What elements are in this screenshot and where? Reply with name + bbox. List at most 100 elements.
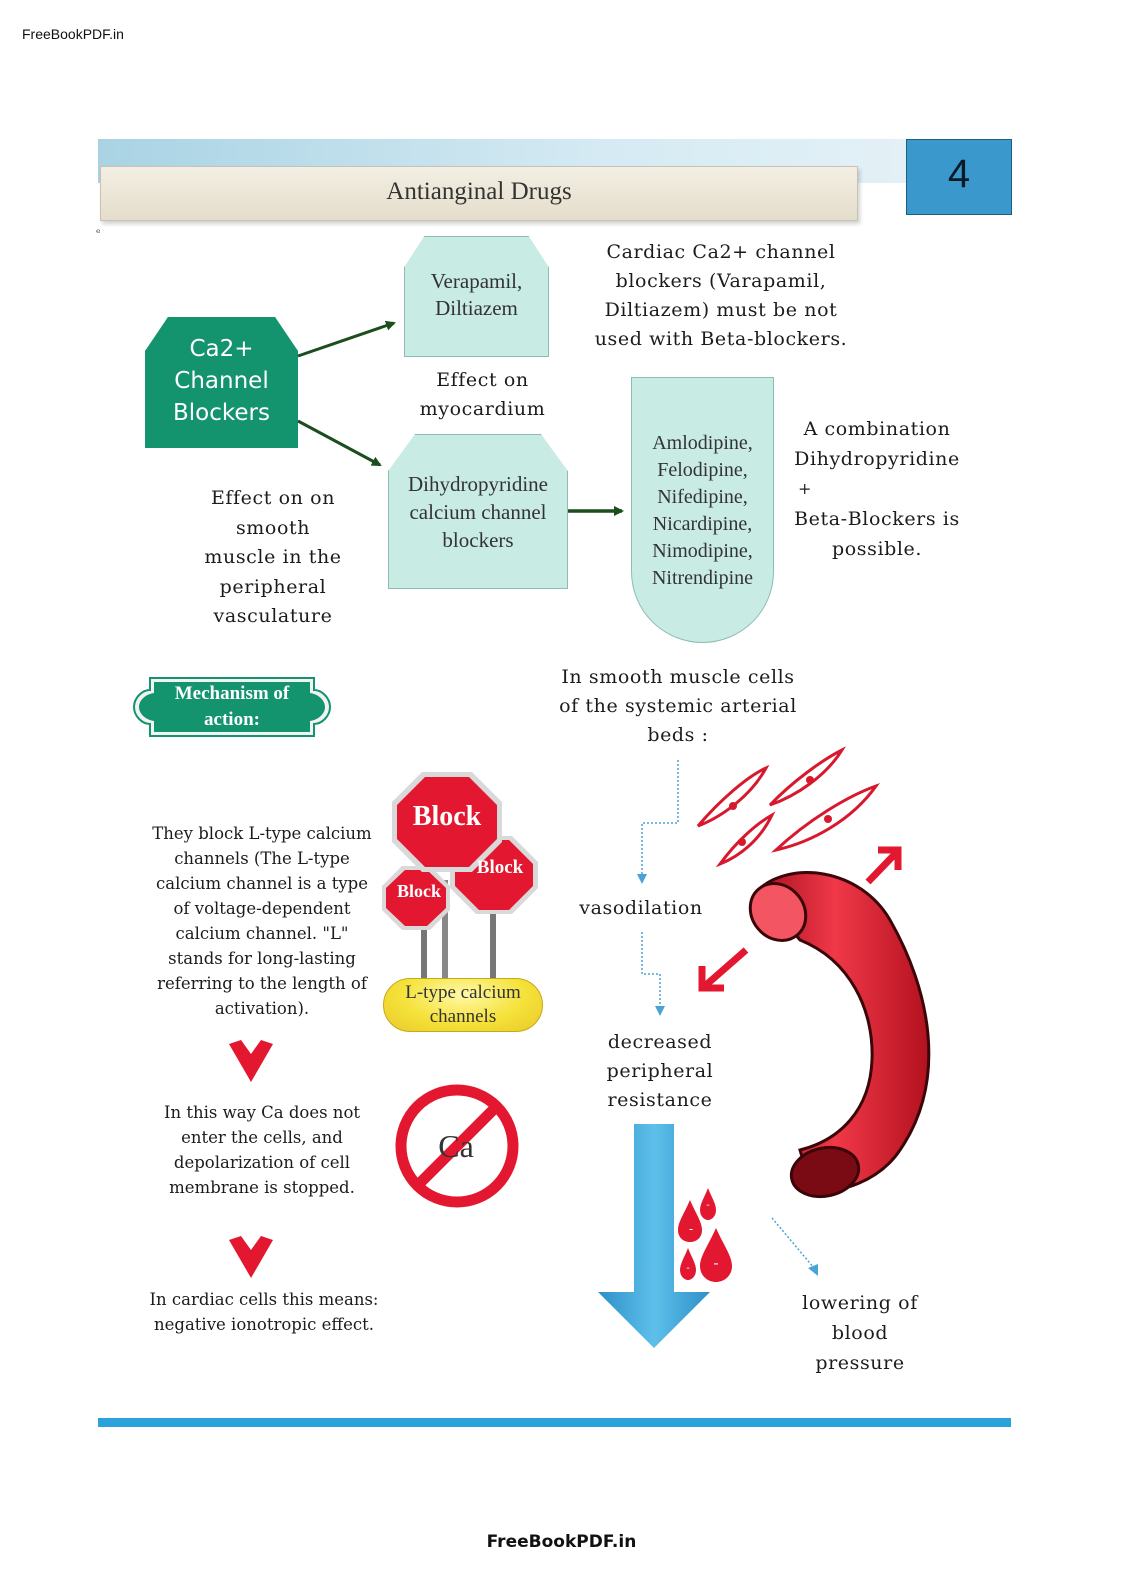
text-line: calcium channel is a type	[156, 874, 368, 893]
dhp-line: calcium channel	[409, 500, 547, 524]
verapamil-line: Diltiazem	[435, 296, 518, 320]
text-line: In cardiac cells this means:	[149, 1290, 379, 1309]
chevron-down-icon	[229, 1236, 273, 1278]
stray-mark: ᵉ	[96, 226, 101, 240]
dhp-line: Dihydropyridine	[408, 472, 548, 496]
stop-sign-main-label: Block	[412, 801, 482, 832]
text-line: of voltage-dependent	[173, 899, 351, 918]
text-line: Diltiazem) must be not	[604, 299, 838, 321]
ccb-label-line: Ca2+	[189, 336, 254, 362]
text-line: possible.	[831, 538, 923, 560]
smooth-muscle-cells	[696, 746, 880, 868]
vascular-graphic	[598, 746, 931, 1348]
text-line: Mechanism of	[174, 683, 290, 704]
verapamil-line: Verapamil,	[430, 269, 523, 293]
text-line: L-type calcium	[405, 982, 521, 1003]
text-line: vasculature	[213, 605, 333, 627]
text-line: Beta-Blockers is	[794, 508, 960, 530]
decreased-resistance-text: decreased peripheral resistance	[590, 1028, 730, 1115]
effect-myocardium: Effect on myocardium	[410, 366, 555, 424]
dotted-connector	[641, 760, 679, 878]
text-line: pressure	[815, 1352, 905, 1374]
dhp-label: Dihydropyridine calcium channel blockers	[388, 470, 568, 554]
stop-sign-right-label: Block	[476, 857, 524, 878]
chapter-box	[906, 139, 1012, 215]
text-line: myocardium	[419, 398, 546, 420]
text-line: In this way Ca does not	[163, 1103, 361, 1122]
text-line: Dihydropyridine	[794, 448, 960, 470]
combination-note: A combination Dihydropyridine + Beta-Blo…	[790, 414, 964, 564]
text-line: In smooth muscle cells	[561, 666, 795, 688]
mechanism-badge-shape	[132, 677, 332, 737]
drug-item: Nitrendipine	[651, 567, 754, 589]
ca-not-enter-text: In this way Ca does not enter the cells,…	[140, 1100, 384, 1200]
dhp-drugs-box	[631, 377, 774, 643]
ccb-label: Ca2+ Channel Blockers	[145, 333, 298, 429]
l-type-description: They block L-type calcium channels (The …	[134, 821, 390, 1021]
drug-item: Nimodipine,	[652, 540, 753, 562]
arrow-to-verapamil	[297, 320, 396, 358]
dhp-box	[388, 434, 568, 589]
text-line: referring to the length of	[157, 974, 367, 993]
ccb-box	[145, 317, 298, 448]
drug-item: Nicardipine,	[652, 513, 753, 535]
text-line: membrane is stopped.	[169, 1178, 355, 1197]
chapter-number: 4	[947, 152, 971, 196]
drop-sign: -	[713, 1256, 719, 1272]
text-line: blood	[831, 1322, 889, 1344]
mechanism-badge-label: Mechanism of action:	[148, 681, 316, 733]
text-line: Effect on	[436, 369, 529, 391]
dotted-connector	[641, 932, 661, 1008]
blood-vessel-graphic	[748, 871, 931, 1199]
stop-sign-left-label: Block	[396, 881, 441, 901]
vasodilation-text: vasodilation	[579, 897, 703, 919]
header-title-box	[100, 166, 858, 221]
text-line: of the systemic arterial	[559, 695, 797, 717]
text-line: peripheral	[606, 1060, 714, 1082]
effect-smooth-muscle: Effect on on smooth muscle in the periph…	[180, 484, 366, 632]
text-line: lowering of	[802, 1292, 918, 1314]
text-line: beds :	[647, 724, 709, 746]
dhp-drugs-list: Amlodipine, Felodipine, Nifedipine, Nica…	[631, 430, 774, 592]
chevron-down-icon	[229, 1040, 273, 1082]
cardiac-effect-text: In cardiac cells this means: negative io…	[134, 1287, 394, 1337]
drop-sign: -	[688, 1222, 694, 1236]
text-line: peripheral	[219, 575, 327, 598]
arrow-up-right-icon	[865, 846, 902, 885]
text-line: resistance	[607, 1089, 713, 1111]
text-line: used with Beta-blockers.	[594, 328, 848, 350]
text-line: enter the cells, and	[181, 1128, 343, 1147]
drug-item: Felodipine,	[657, 459, 748, 481]
ca-symbol: Ca	[438, 1128, 474, 1164]
text-line: Cardiac Ca2+ channel	[606, 241, 836, 263]
dhp-line: blockers	[442, 528, 514, 552]
watermark-top: FreeBookPDF.in	[22, 26, 124, 42]
drop-sign: -	[706, 1200, 710, 1211]
page-title: Antianginal Drugs	[386, 178, 572, 205]
text-line: calcium channel. "L"	[175, 924, 349, 943]
verapamil-label: Verapamil, Diltiazem	[404, 268, 549, 322]
text-line: They block L-type calcium	[152, 824, 372, 843]
text-line: channels	[429, 1006, 497, 1027]
ccb-label-line: Blockers	[173, 400, 270, 426]
drug-item: Nifedipine,	[657, 486, 748, 508]
dotted-connector	[771, 1217, 815, 1269]
drop-sign: -	[686, 1263, 690, 1274]
text-line: blockers (Varapamil,	[615, 270, 827, 292]
smooth-muscle-text: In smooth muscle cells of the systemic a…	[548, 663, 808, 750]
watermark-bottom: FreeBookPDF.in	[486, 1532, 637, 1552]
text-line: A combination	[803, 418, 951, 440]
text-line: Effect on on	[210, 487, 336, 509]
ccb-label-line: Channel	[174, 368, 269, 394]
text-line: depolarization of cell	[173, 1153, 351, 1172]
l-type-pill-label: L-type calcium channels	[383, 981, 543, 1029]
arrow-to-dhp	[297, 419, 382, 467]
text-line: +	[798, 479, 813, 498]
blood-drops-icon	[678, 1188, 732, 1282]
text-line: activation).	[214, 999, 310, 1018]
text-line: smooth	[235, 516, 311, 539]
bottom-rule	[98, 1418, 1011, 1427]
text-line: action:	[204, 709, 260, 730]
text-line: muscle in the	[204, 546, 342, 568]
flow-arrows	[297, 320, 624, 516]
